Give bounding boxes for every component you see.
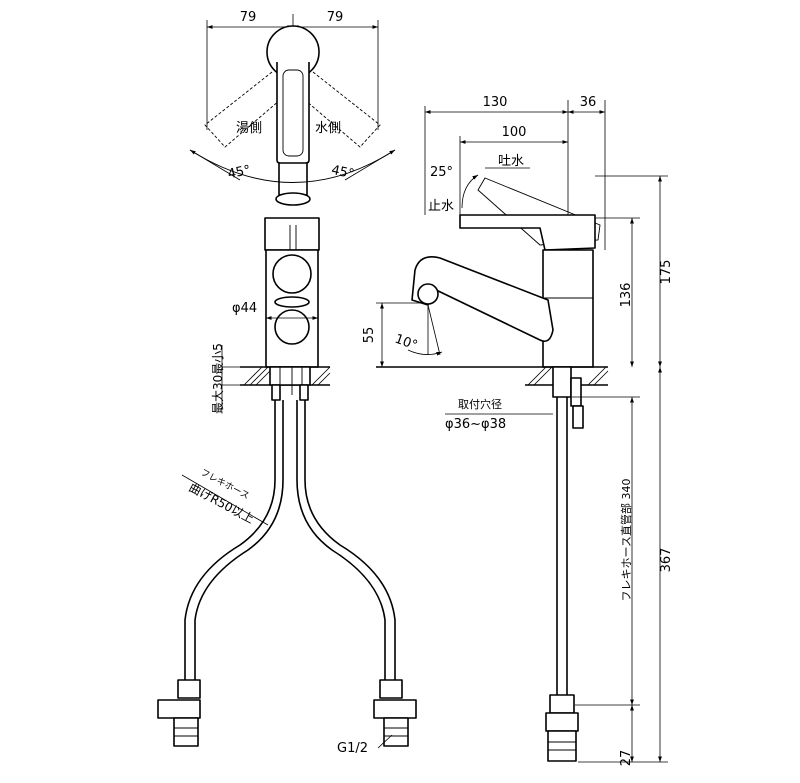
dim-36: 36 bbox=[580, 95, 597, 110]
angle-25-arc bbox=[461, 174, 479, 209]
side-spout-tip bbox=[417, 283, 439, 305]
side-countertop-hatch bbox=[527, 366, 609, 386]
front-shank bbox=[269, 366, 311, 386]
angle-10: 10° bbox=[393, 332, 420, 354]
hose-length-note: フレキホース直管部 340 bbox=[619, 479, 633, 602]
angle-45-right: 45° bbox=[330, 163, 356, 182]
dim-136: 136 bbox=[619, 283, 634, 308]
front-hoses bbox=[184, 400, 396, 680]
front-countertop-hatch bbox=[243, 366, 331, 386]
hose-note-leader bbox=[181, 474, 269, 526]
front-hose-fittings bbox=[271, 384, 309, 401]
label-cold-side: 水側 bbox=[315, 121, 341, 136]
lever-ghost-left bbox=[204, 71, 281, 148]
top-view: 79 79 湯側 水側 45° 45° bbox=[189, 10, 396, 206]
front-spout-ring bbox=[274, 296, 310, 308]
lever-slot bbox=[282, 69, 304, 157]
lever-body bbox=[276, 62, 310, 164]
angle-10-arc bbox=[407, 349, 443, 356]
thread-label: G1/2 bbox=[337, 741, 368, 756]
dim-79-right: 79 bbox=[327, 10, 344, 25]
thread-leader bbox=[377, 734, 393, 749]
label-stop: 止水 bbox=[428, 199, 454, 214]
front-valve-left bbox=[157, 679, 201, 747]
dim-55: 55 bbox=[362, 327, 377, 344]
label-hot-side: 湯側 bbox=[236, 121, 262, 136]
front-view: φ44 最大30最小5 フレキホース 曲げR50以上 bbox=[157, 217, 417, 756]
side-valve bbox=[545, 694, 579, 762]
angle-25: 25° bbox=[430, 165, 453, 180]
angle-45-left: 45° bbox=[226, 163, 252, 182]
dim-79-left: 79 bbox=[240, 10, 257, 25]
side-view: 130 36 100 25° 吐水 止水 175 136 55 bbox=[362, 95, 674, 766]
side-body bbox=[542, 249, 594, 368]
dim-367: 367 bbox=[659, 548, 674, 573]
front-spout-outlet bbox=[274, 309, 310, 345]
side-shank bbox=[552, 366, 572, 398]
side-shank-nut bbox=[570, 377, 582, 407]
spout-top-view bbox=[278, 163, 308, 196]
dim-175: 175 bbox=[659, 260, 674, 285]
front-lever-cap bbox=[264, 217, 320, 251]
side-lever bbox=[459, 214, 596, 251]
lever-ghost-right bbox=[304, 71, 381, 148]
angle-10-line bbox=[427, 304, 441, 356]
dim-thickness: 最大30最小5 bbox=[211, 343, 225, 414]
hole-range: φ36~φ38 bbox=[445, 417, 506, 432]
dim-27: 27 bbox=[619, 750, 634, 767]
side-shank-end bbox=[572, 405, 584, 429]
front-body-boss bbox=[272, 254, 312, 294]
dim-100: 100 bbox=[502, 125, 527, 140]
swing-arc bbox=[189, 149, 396, 183]
label-spout-on: 吐水 bbox=[498, 154, 524, 169]
hole-label: 取付穴径 bbox=[458, 397, 502, 411]
dim-130: 130 bbox=[483, 95, 508, 110]
arc-arrow-left bbox=[189, 149, 241, 181]
front-valve-right bbox=[373, 679, 417, 747]
spout-tip-top bbox=[275, 192, 311, 206]
arc-arrow-right bbox=[344, 149, 396, 181]
dim-phi44: φ44 bbox=[232, 301, 257, 316]
